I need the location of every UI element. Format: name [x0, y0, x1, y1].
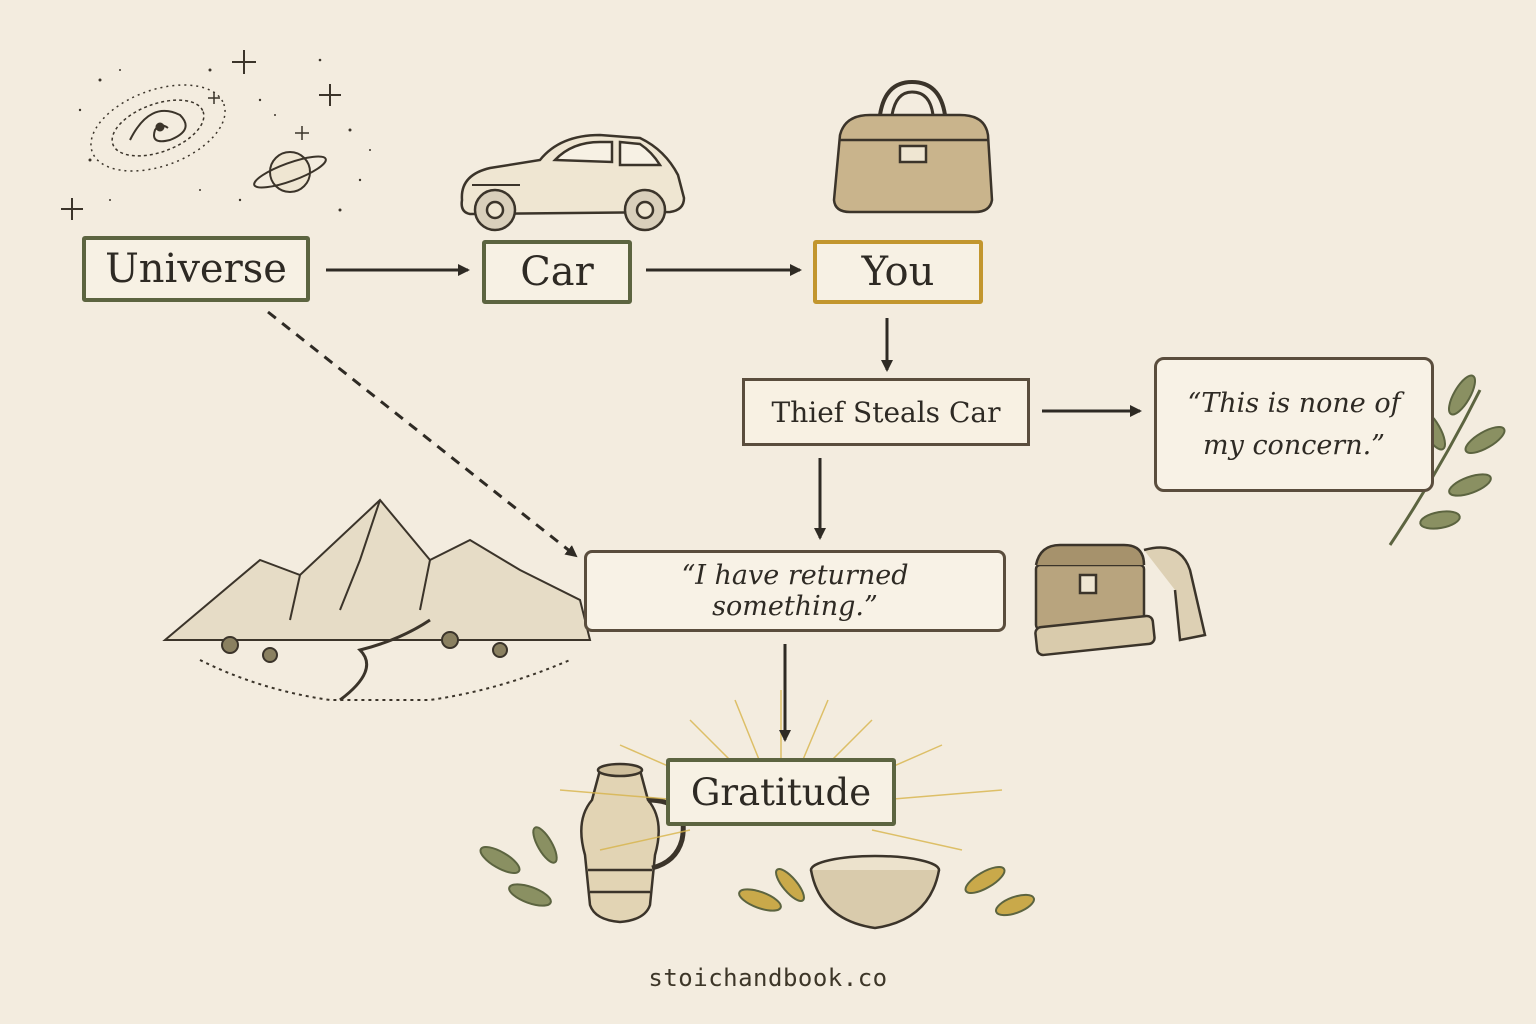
- node-returned-quote: “I have returned something.”: [584, 550, 1006, 632]
- node-gratitude: Gratitude: [666, 758, 896, 826]
- leaves-right: [738, 866, 1035, 917]
- arrow-universe-returned: [267, 310, 578, 558]
- node-car-label: Car: [520, 249, 594, 295]
- connectors: [267, 264, 1142, 742]
- bowl-icon: [809, 854, 941, 930]
- node-you-label: You: [861, 249, 935, 295]
- node-universe-label: Universe: [105, 246, 287, 292]
- node-you: You: [813, 240, 983, 304]
- concern-quote-text: “This is none of my concern.”: [1187, 387, 1401, 461]
- node-thief-label: Thief Steals Car: [771, 395, 1001, 429]
- node-car: Car: [482, 240, 632, 304]
- star-dust: [78, 58, 371, 212]
- galaxy-icon: [61, 50, 341, 220]
- node-gratitude-label: Gratitude: [690, 770, 872, 814]
- bag-icon: [832, 79, 994, 214]
- node-concern-quote: “This is none of my concern.”: [1154, 357, 1434, 492]
- returned-quote-text: “I have returned something.”: [681, 560, 909, 622]
- node-thief-steals-car: Thief Steals Car: [742, 378, 1030, 446]
- footer-url: stoichandbook.co: [648, 964, 888, 992]
- chest-icon: [1034, 543, 1207, 657]
- mountain-icon: [162, 498, 592, 702]
- leaves-left: [479, 826, 558, 907]
- car-icon: [460, 133, 686, 232]
- node-universe: Universe: [82, 236, 310, 302]
